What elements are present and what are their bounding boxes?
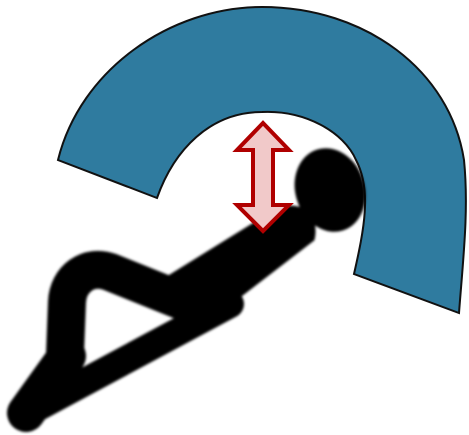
double-headed-arrow-icon [237, 123, 289, 231]
reclining-person-icon [25, 140, 375, 414]
